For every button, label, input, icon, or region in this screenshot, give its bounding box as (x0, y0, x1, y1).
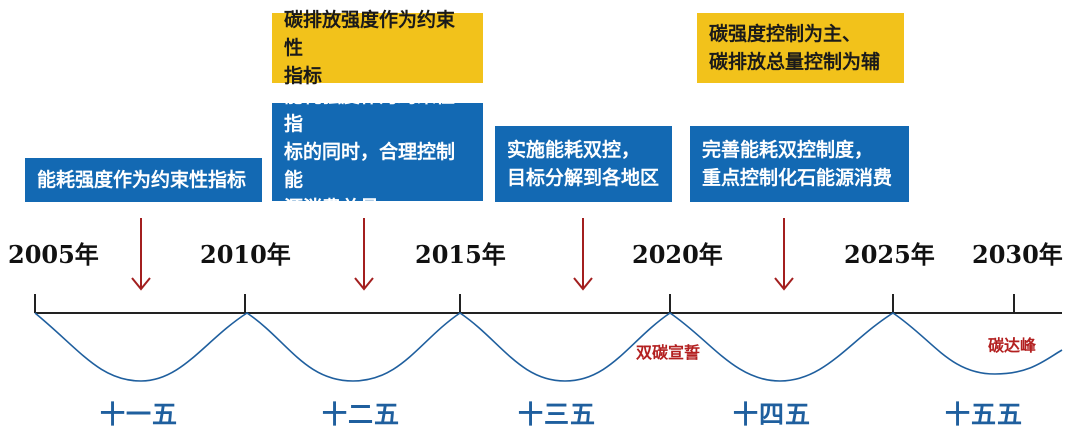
year-label-2005: 2005年 (8, 240, 99, 269)
year-label-2015: 2015年 (415, 240, 506, 269)
plan-label-15th: 十五五 (945, 400, 1024, 429)
policy-box-14th-carbon: 碳强度控制为主、 碳排放总量控制为辅 (697, 13, 904, 83)
year-label-2030: 2030年 (972, 240, 1063, 269)
marker-dual-carbon: 双碳宣誓 (636, 343, 701, 362)
year-label-2010: 2010年 (200, 240, 291, 269)
plan-label-13th: 十三五 (518, 400, 597, 429)
arrow-1 (131, 218, 151, 291)
policy-box-12th-carbon: 碳排放强度作为约束性 指标 (272, 9, 483, 87)
cycle-wave (34, 312, 1063, 382)
plan-label-12th: 十二五 (322, 400, 401, 429)
arrow-2 (354, 218, 374, 291)
arrow-4 (774, 218, 794, 291)
policy-box-11th: 能耗强度作为约束性指标 (25, 158, 262, 202)
policy-box-14th-energy: 完善能耗双控制度， 重点控制化石能源消费 (690, 126, 909, 202)
arrow-3 (573, 218, 593, 291)
policy-box-12th-energy: 能耗强度作为约束性指 标的同时，合理控制能 源消费总量 (272, 85, 483, 219)
plan-label-14th: 十四五 (733, 400, 812, 429)
plan-label-11th: 十一五 (100, 400, 179, 429)
year-ticks (34, 294, 1015, 313)
year-label-2020: 2020年 (632, 240, 723, 269)
down-arrows (131, 218, 794, 291)
marker-carbon-peak: 碳达峰 (988, 336, 1037, 355)
year-label-2025: 2025年 (844, 240, 935, 269)
policy-box-13th: 实施能耗双控， 目标分解到各地区 (495, 126, 672, 202)
